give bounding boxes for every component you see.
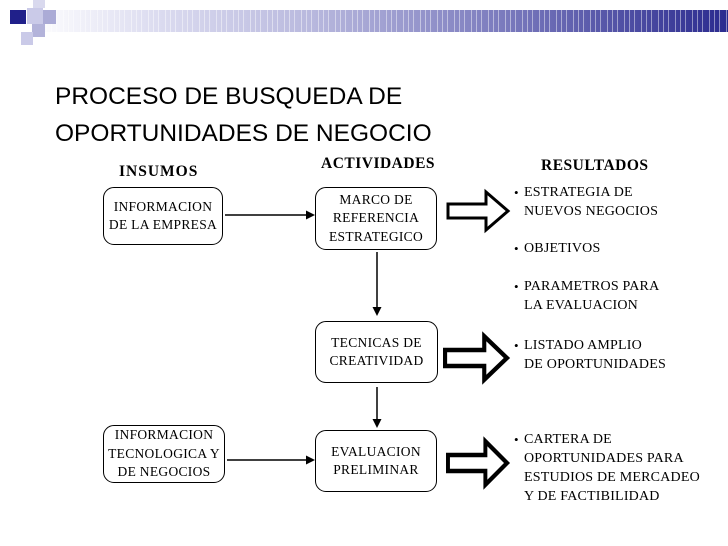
- box-marco-referencia: MARCO DE REFERENCIA ESTRATEGICO: [315, 187, 437, 250]
- result-item-estrategia: • ESTRATEGIA DE NUEVOS NEGOCIOS: [514, 183, 658, 221]
- bullet-icon: •: [514, 279, 519, 294]
- result-text: PARAMETROS PARA LA EVALUACION: [524, 279, 660, 313]
- pixel-square-decoration: [21, 32, 33, 45]
- arrow-down-icon: [372, 252, 382, 316]
- pixel-square-decoration: [27, 8, 43, 24]
- result-text: ESTRATEGIA DE NUEVOS NEGOCIOS: [524, 185, 659, 219]
- block-arrow-right-icon: [443, 331, 511, 385]
- block-arrow-right-icon: [446, 436, 511, 490]
- column-header-insumos: INSUMOS: [119, 163, 199, 180]
- result-item-listado: • LISTADO AMPLIO DE OPORTUNIDADES: [514, 336, 666, 374]
- arrow-right-icon: [225, 210, 315, 220]
- pixel-square-decoration: [33, 0, 45, 8]
- pixel-square-decoration: [10, 10, 26, 24]
- column-header-actividades: ACTIVIDADES: [321, 155, 436, 172]
- gradient-banner-decoration: [30, 10, 728, 32]
- result-item-cartera: • CARTERA DE OPORTUNIDADES PARA ESTUDIOS…: [514, 430, 700, 506]
- arrow-down-icon: [372, 387, 382, 428]
- result-item-objetivos: • OBJETIVOS: [514, 239, 600, 258]
- box-informacion-empresa: INFORMACION DE LA EMPRESA: [103, 187, 223, 245]
- bullet-icon: •: [514, 241, 519, 256]
- pixel-square-decoration: [43, 10, 56, 24]
- result-item-parametros: • PARAMETROS PARA LA EVALUACION: [514, 277, 659, 315]
- bullet-icon: •: [514, 185, 519, 200]
- block-arrow-right-icon: [446, 188, 511, 234]
- result-text: LISTADO AMPLIO DE OPORTUNIDADES: [524, 338, 666, 372]
- slide-title: PROCESO DE BUSQUEDA DE OPORTUNIDADES DE …: [55, 83, 432, 147]
- box-evaluacion-preliminar: EVALUACION PRELIMINAR: [315, 430, 437, 492]
- result-text: OBJETIVOS: [524, 241, 601, 256]
- box-tecnicas-creatividad: TECNICAS DE CREATIVIDAD: [315, 321, 438, 383]
- result-text: CARTERA DE OPORTUNIDADES PARA ESTUDIOS D…: [524, 432, 700, 504]
- bullet-icon: •: [514, 432, 519, 447]
- pixel-square-decoration: [32, 24, 45, 37]
- bullet-icon: •: [514, 338, 519, 353]
- box-informacion-tecnologica: INFORMACION TECNOLOGICA Y DE NEGOCIOS: [103, 425, 225, 483]
- arrow-right-icon: [227, 455, 315, 465]
- column-header-resultados: RESULTADOS: [541, 157, 649, 174]
